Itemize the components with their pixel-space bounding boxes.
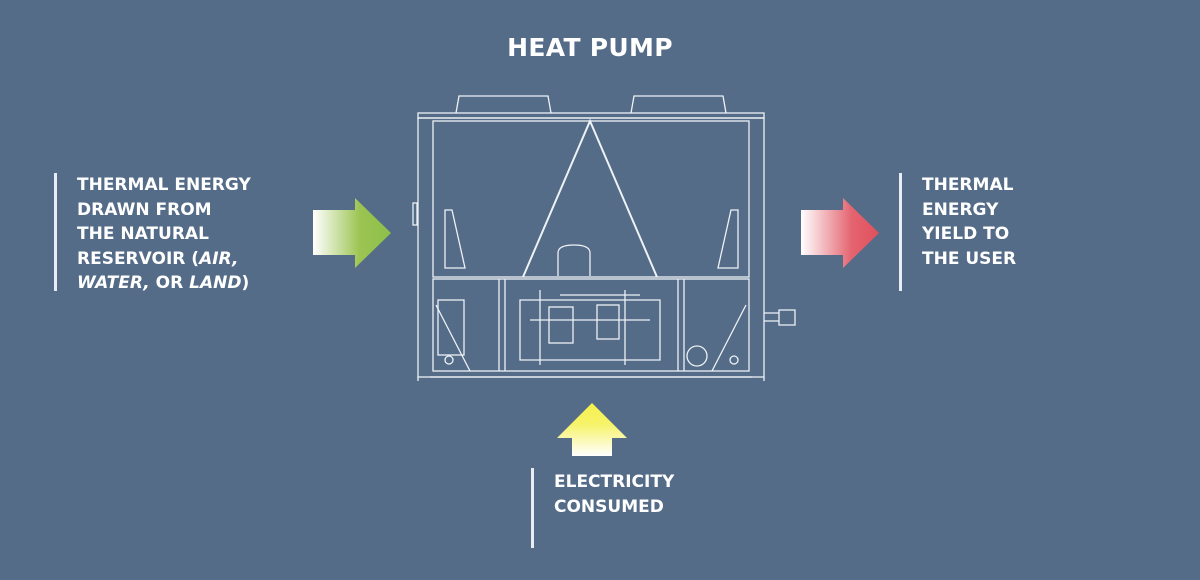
label-text: THE USER (922, 248, 1017, 269)
output-energy-label: THERMAL ENERGY YIELD TO THE USER (899, 173, 1016, 291)
label-text: THERMAL (922, 175, 1014, 195)
label-text: ENERGY (922, 199, 999, 220)
label-line: ENERGY (922, 198, 1016, 223)
input-energy-label: THERMAL ENERGY DRAWN FROM THE NATURAL RESER… (54, 173, 251, 293)
label-text: RESERVOIR ( (77, 248, 200, 269)
label-text: ) (241, 273, 250, 293)
label-text: AIR, (199, 248, 239, 269)
electricity-label: ELECTRICITY CONSUMED (531, 468, 674, 548)
label-text: OR (149, 273, 190, 293)
label-text: DRAWN FROM (77, 199, 212, 220)
label-line: THERMAL (922, 173, 1016, 198)
label-text: LAND (189, 273, 242, 293)
label-line: YIELD TO (922, 222, 1016, 247)
label-text: ELECTRICITY (554, 472, 675, 492)
label-text: CONSUMED (554, 496, 664, 517)
diagram-title: HEAT PUMP (507, 33, 673, 62)
label-line: THE USER (922, 247, 1016, 272)
label-text: THERMAL ENERGY (77, 175, 251, 195)
electricity-arrow (557, 403, 627, 456)
label-line: WATER, OR LAND) (77, 271, 251, 296)
label-text: WATER, (77, 273, 150, 293)
label-line: THERMAL ENERGY (77, 173, 251, 198)
label-text: YIELD TO (922, 224, 1010, 244)
output-arrow (801, 198, 879, 268)
label-line: ELECTRICITY (554, 470, 674, 495)
label-line: DRAWN FROM (77, 198, 251, 223)
label-line: CONSUMED (554, 495, 674, 520)
heat-pump-unit-drawing (412, 95, 796, 381)
label-line: THE NATURAL (77, 222, 251, 247)
input-arrow (313, 198, 391, 268)
label-text: THE NATURAL (77, 224, 209, 244)
label-line: RESERVOIR (AIR, (77, 247, 251, 272)
